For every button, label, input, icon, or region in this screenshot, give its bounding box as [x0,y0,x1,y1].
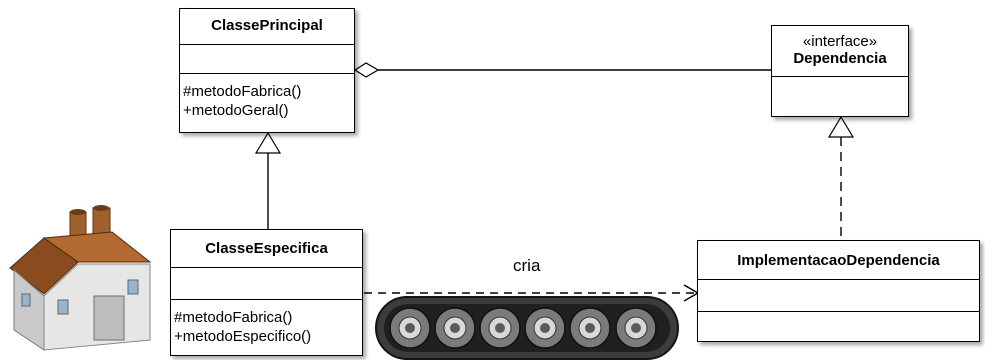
generalization-arrowhead [254,131,282,154]
interface-dependencia-name: Dependencia [793,50,887,67]
interface-dependencia: «interface» Dependencia [771,25,909,117]
stereotype-label: «interface» [802,33,878,50]
realization-arrowhead [827,115,855,138]
operation: #metodoFabrica() [174,309,293,326]
class-especifica-name: ClasseEspecifica [171,230,362,268]
creates-relation-label: cria [513,256,541,275]
class-especifica-operations: #metodoFabrica() +metodoEspecifico() [171,300,362,355]
operation: +metodoEspecifico() [174,328,312,345]
conveyor-belt-icon [375,296,679,360]
interface-dependencia-header: «interface» Dependencia [772,26,908,77]
class-principal: ClassePrincipal #metodoFabrica() +metodo… [179,8,355,133]
operation: #metodoFabrica() [183,83,302,100]
class-especifica-attributes [171,268,362,300]
class-implementacao-dependencia: ImplementacaoDependencia [697,240,980,342]
factory-icon [9,205,152,351]
class-principal-attributes [180,45,354,74]
aggregation-diamond [353,62,380,78]
class-implementacao-name: ImplementacaoDependencia [698,241,979,280]
class-principal-name: ClassePrincipal [180,9,354,45]
class-especifica: ClasseEspecifica #metodoFabrica() +metod… [170,229,363,356]
class-principal-operations: #metodoFabrica() +metodoGeral() [180,74,354,132]
class-implementacao-attributes [698,280,979,312]
class-implementacao-operations [698,312,979,341]
operation: +metodoGeral() [183,102,289,119]
interface-dependencia-body [772,77,908,116]
